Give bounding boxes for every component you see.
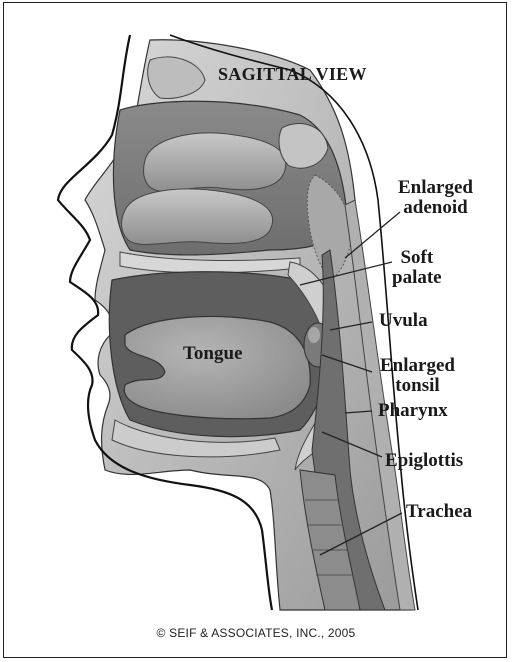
label-pharynx: Pharynx xyxy=(378,401,448,421)
label-trachea: Trachea xyxy=(406,502,472,522)
diagram-title: SAGITTAL VIEW xyxy=(218,64,367,84)
label-enlarged-tonsil: Enlarged tonsil xyxy=(380,356,455,396)
label-tongue: Tongue xyxy=(183,344,243,364)
label-enlarged-adenoid: Enlarged adenoid xyxy=(398,178,473,218)
upper-turbinate xyxy=(144,133,286,191)
label-epiglottis: Epiglottis xyxy=(385,451,463,471)
label-uvula: Uvula xyxy=(379,311,428,331)
label-soft-palate: Soft palate xyxy=(392,248,442,288)
copyright-notice: © SEIF & ASSOCIATES, INC., 2005 xyxy=(0,626,512,640)
